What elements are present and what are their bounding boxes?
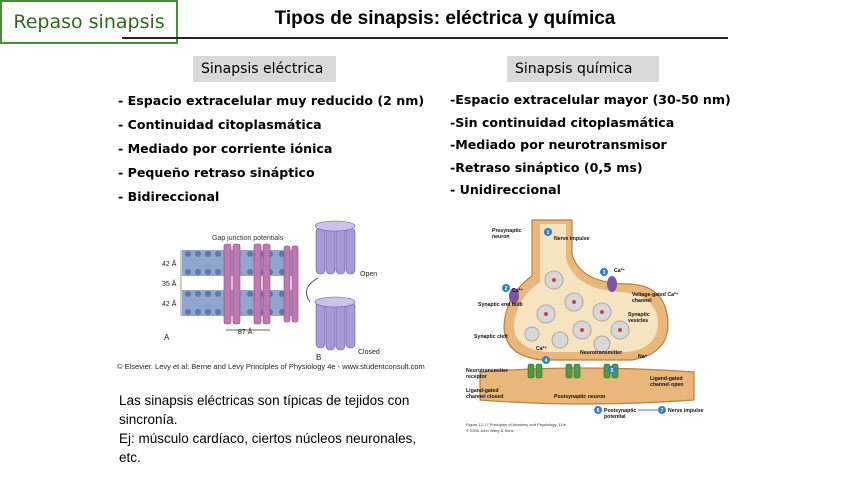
figure-label: neuron [492,234,510,240]
figure-label: Ca²⁺ [614,268,625,274]
list-item: - Unidireccional [450,181,731,204]
panel-label-b: B [316,353,321,362]
chemical-synapse-figure: 1 2 3 4 5 6 7 Presynaptic neuron Nerve i… [462,214,712,442]
step-number: 4 [545,358,548,364]
figure-label: Synaptic cleft [474,334,508,340]
width-label: 87 Å [238,327,253,336]
figure-label: Ca²⁺ [536,346,547,352]
figure-label: vesicles [628,318,648,324]
state-arrow [306,278,318,302]
figure-caption: © 2006 John Wiley & Sons [466,428,514,433]
page-title: Tipos de sinapsis: eléctrica y química [255,8,635,30]
figure-label: channel [632,298,652,304]
step-number: 2 [505,286,508,292]
title-underline [122,37,728,39]
figure-credit: © Elsevier. Levy et al: Berne and Levy P… [117,362,425,371]
list-item: -Espacio extracelular mayor (30-50 nm) [450,91,731,114]
connexon-closed [315,297,355,350]
chemical-heading: Sinapsis química [507,56,659,82]
note-line: sincronía. [119,410,449,429]
figure-label: Ca²⁺ [512,288,523,294]
figure-label: receptor [466,374,487,380]
figure-label: Nerve impulse [668,408,704,414]
list-item: - Mediado por corriente iónica [118,140,424,164]
electrical-note: Las sinapsis eléctricas son típicas de t… [119,391,449,467]
list-item: - Bidireccional [118,188,424,212]
panel-label-a: A [164,333,170,342]
step-number: 7 [661,408,664,414]
list-item: -Retraso sináptico (0,5 ms) [450,159,731,182]
figure-label: Nerve impulse [554,236,590,242]
closed-label: Closed [358,349,380,356]
list-item: -Sin continuidad citoplasmática [450,114,731,137]
connexon-channels [224,244,298,324]
electrical-heading: Sinapsis eléctrica [193,56,336,82]
connexon-open [315,221,355,274]
figure-label: Na⁺ [638,354,648,360]
chemical-properties-list: -Espacio extracelular mayor (30-50 nm) -… [450,91,731,204]
figure-label: channel open [650,382,683,388]
gap-junction-figure: Gap junction potentials 42 Å 35 Å 42 Å 8… [150,216,410,362]
figure-label: Synaptic end bulb [478,302,523,308]
step-number: 1 [547,230,550,236]
list-item: - Pequeño retraso sináptico [118,164,424,188]
step-number: 6 [597,408,600,414]
figure-title: Gap junction potentials [212,235,284,242]
dimension-label: 42 Å [162,259,177,268]
figure-caption: Figure 12-17 Principles of Anatomy and P… [466,422,567,427]
list-item: - Espacio extracelular muy reducido (2 n… [118,92,424,116]
note-line: etc. [119,448,449,467]
figure-label: Postsynaptic neuron [554,394,605,400]
figure-label: channel closed [466,394,503,400]
figure-label: Neurotransmitter [580,350,622,356]
electrical-properties-list: - Espacio extracelular muy reducido (2 n… [118,92,424,212]
open-label: Open [360,271,377,278]
list-item: -Mediado por neurotransmisor [450,136,731,159]
dimension-label: 35 Å [162,279,177,288]
note-line: Ej: músculo cardíaco, ciertos núcleos ne… [119,429,449,448]
dimension-label: 42 Å [162,299,177,308]
figure-label: potential [604,414,626,420]
step-number: 5 [611,368,614,374]
step-number: 3 [603,270,606,276]
note-line: Las sinapsis eléctricas son típicas de t… [119,391,449,410]
list-item: - Continuidad citoplasmática [118,116,424,140]
